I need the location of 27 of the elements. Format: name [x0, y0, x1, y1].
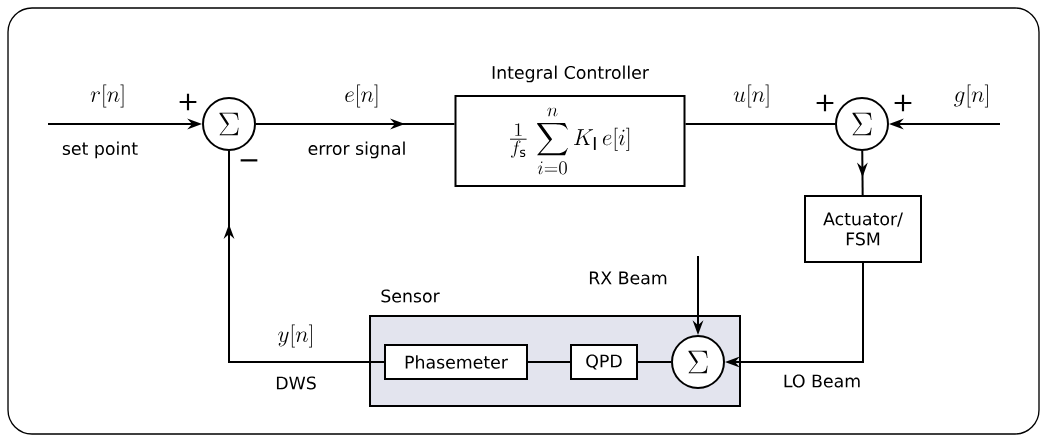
- block: Phasemeter: [384, 344, 528, 380]
- arrow: [223, 150, 385, 363]
- summing-junction: $\Sigma$: [671, 335, 725, 389]
- edge-label: $e[n]$: [342, 83, 382, 109]
- block: QPD: [570, 344, 638, 380]
- signal-label: set point: [62, 141, 138, 159]
- block-title: Integral Controller: [492, 65, 649, 83]
- block-title: Sensor: [381, 289, 440, 303]
- connector-line: [684, 123, 836, 125]
- sign-label: +: [816, 94, 834, 112]
- summing-junction: $\Sigma$: [202, 97, 256, 151]
- sign-label: +: [179, 93, 197, 111]
- edge-label: $u[n]$: [731, 83, 773, 109]
- edge-label: LO Beam: [781, 373, 863, 389]
- sign-label: −: [240, 159, 258, 162]
- connector-line: [527, 361, 571, 363]
- edge-label: $g[n]$: [952, 83, 992, 109]
- controller-box: $\tfrac{1}{f_\mathrm{s}}\,\sum_{i=0}^{n} K_\mathrm{I}\, e[i]$: [454, 95, 686, 187]
- edge-label: $r[n]$: [88, 83, 128, 109]
- connector-line: [637, 361, 672, 363]
- edge-label: RX Beam: [586, 270, 670, 286]
- sign-label: +: [894, 94, 912, 112]
- summing-junction: $\Sigma$: [835, 97, 889, 151]
- block: Actuator/ FSM: [804, 195, 922, 263]
- signal-label: DWS: [276, 376, 316, 390]
- signal-label: error signal: [308, 141, 405, 159]
- edge-label: $y[n]$: [276, 323, 316, 349]
